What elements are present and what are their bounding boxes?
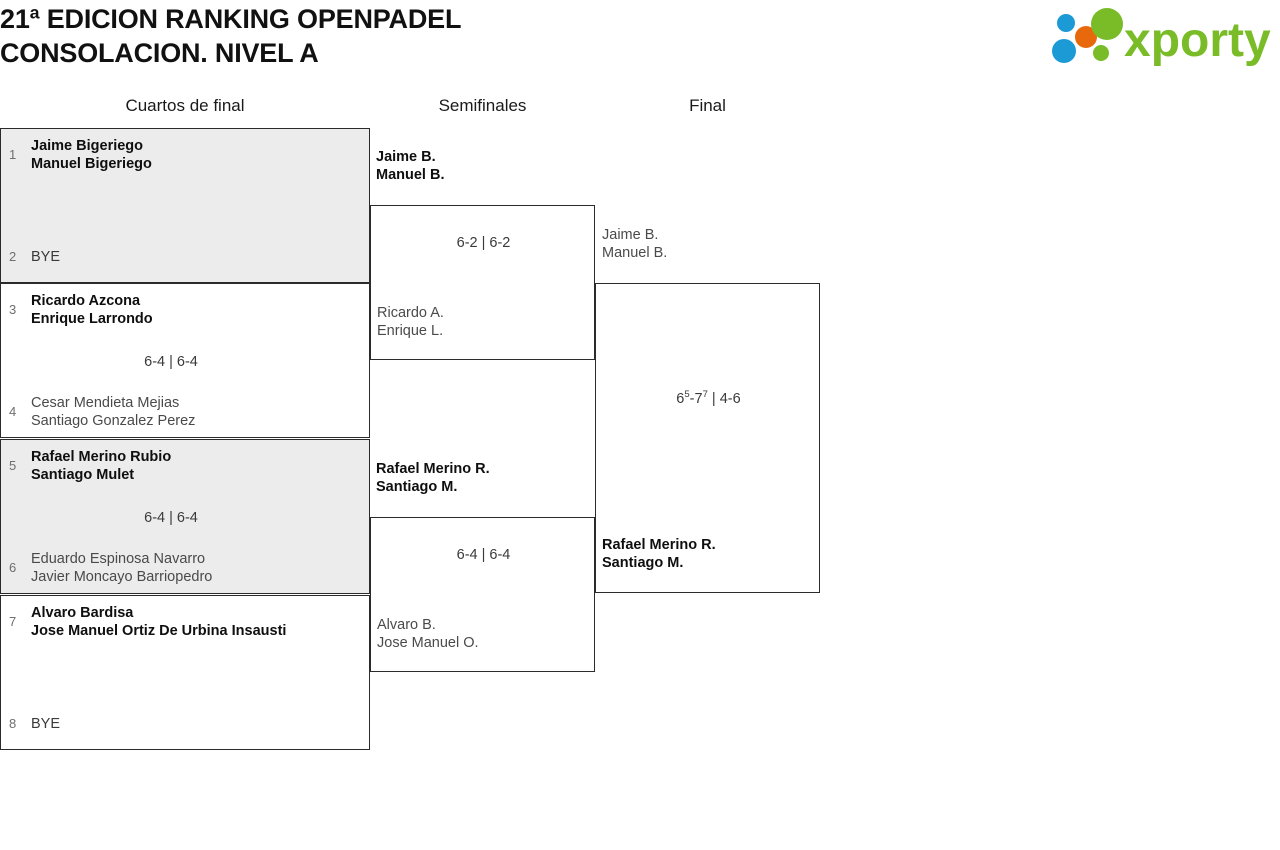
team-names: BYE bbox=[31, 249, 61, 265]
match-sf-2-score: 6-4 | 6-4 bbox=[456, 547, 511, 563]
match-sf-2[interactable]: 6-4 | 6-4 Alvaro B. Jose Manuel O. bbox=[370, 517, 595, 672]
match-qf-1[interactable]: 1 Jaime Bigeriego Manuel Bigeriego 2 BYE bbox=[0, 128, 370, 283]
round-header-final: Final bbox=[689, 96, 726, 115]
team-names: Ricardo Azcona Enrique Larrondo bbox=[31, 293, 153, 327]
match-qf-2-team-top[interactable]: 3 Ricardo Azcona Enrique Larrondo bbox=[1, 292, 369, 328]
match-final[interactable]: 65-77 | 4-6 Rafael Merino R. Santiago M. bbox=[595, 283, 820, 593]
team-names: Cesar Mendieta Mejias Santiago Gonzalez … bbox=[31, 395, 196, 429]
final-score-set1-a-tiebreak: 5 bbox=[684, 389, 690, 401]
team-names: Rafael Merino Rubio Santiago Mulet bbox=[31, 449, 172, 483]
match-qf-3-score: 6-4 | 6-4 bbox=[144, 510, 198, 526]
final-score-dash: - bbox=[689, 391, 695, 407]
match-qf-3-team-bottom[interactable]: 6 Eduardo Espinosa Navarro Javier Moncay… bbox=[1, 550, 369, 586]
seed-number: 7 bbox=[9, 614, 17, 629]
match-qf-2[interactable]: 3 Ricardo Azcona Enrique Larrondo 6-4 | … bbox=[0, 283, 370, 438]
team-names: BYE bbox=[31, 716, 61, 732]
match-qf-3[interactable]: 5 Rafael Merino Rubio Santiago Mulet 6-4… bbox=[0, 439, 370, 594]
final-score-set1-b: 7 bbox=[694, 391, 703, 407]
match-qf-4[interactable]: 7 Alvaro Bardisa Jose Manuel Ortiz De Ur… bbox=[0, 595, 370, 750]
match-sf-2-team-bottom[interactable]: Alvaro B. Jose Manuel O. bbox=[377, 617, 479, 651]
seed-number: 8 bbox=[9, 716, 17, 731]
seed-number: 5 bbox=[9, 458, 17, 473]
final-team-top[interactable]: Jaime B. Manuel B. bbox=[602, 227, 668, 261]
page-title-line1: 21ª EDICION RANKING OPENPADEL bbox=[0, 4, 462, 34]
semifinal-2-team-top[interactable]: Rafael Merino R. Santiago M. bbox=[376, 461, 490, 495]
seed-number: 4 bbox=[9, 404, 17, 419]
match-qf-4-team-top[interactable]: 7 Alvaro Bardisa Jose Manuel Ortiz De Ur… bbox=[1, 604, 369, 640]
final-score-set2: 4-6 bbox=[719, 391, 741, 407]
team-names: Eduardo Espinosa Navarro Javier Moncayo … bbox=[31, 551, 213, 585]
seed-number: 3 bbox=[9, 302, 17, 317]
xporty-logo: xporty bbox=[1044, 6, 1274, 68]
logo-wordmark: xporty bbox=[1124, 14, 1271, 67]
round-header-semifinals: Semifinales bbox=[438, 96, 527, 115]
match-final-score: 65-77 | 4-6 bbox=[596, 389, 821, 407]
logo-dot-blue-large bbox=[1052, 39, 1076, 63]
match-qf-2-score: 6-4 | 6-4 bbox=[144, 354, 198, 370]
logo-dot-green-small bbox=[1093, 45, 1109, 61]
seed-number: 6 bbox=[9, 560, 17, 575]
logo-dot-blue-small bbox=[1057, 14, 1075, 32]
team-names: Alvaro Bardisa Jose Manuel Ortiz De Urbi… bbox=[31, 605, 287, 639]
logo-dot-orange bbox=[1075, 26, 1097, 48]
xporty-logo-svg: xporty bbox=[1052, 8, 1271, 67]
team-names: Jaime Bigeriego Manuel Bigeriego bbox=[31, 138, 152, 172]
logo-dot-green-large bbox=[1091, 8, 1123, 40]
final-score-set1-b-tiebreak: 7 bbox=[702, 389, 708, 401]
page-title-line2: CONSOLACION. NIVEL A bbox=[0, 38, 319, 68]
semifinal-1-team-top[interactable]: Jaime B. Manuel B. bbox=[376, 149, 445, 183]
match-qf-3-team-top[interactable]: 5 Rafael Merino Rubio Santiago Mulet bbox=[1, 448, 369, 484]
final-team-bottom[interactable]: Rafael Merino R. Santiago M. bbox=[602, 537, 716, 571]
match-qf-1-team-top[interactable]: 1 Jaime Bigeriego Manuel Bigeriego bbox=[1, 137, 369, 173]
match-qf-2-team-bottom[interactable]: 4 Cesar Mendieta Mejias Santiago Gonzale… bbox=[1, 394, 369, 430]
seed-number: 2 bbox=[9, 249, 17, 264]
final-score-separator: | bbox=[707, 391, 720, 407]
match-qf-4-team-bottom[interactable]: 8 BYE bbox=[1, 715, 369, 733]
match-qf-1-team-bottom[interactable]: 2 BYE bbox=[1, 248, 369, 266]
page-title: 21ª EDICION RANKING OPENPADEL CONSOLACIO… bbox=[0, 2, 900, 70]
match-sf-1-team-bottom[interactable]: Ricardo A. Enrique L. bbox=[377, 305, 444, 339]
match-sf-1[interactable]: 6-2 | 6-2 Ricardo A. Enrique L. bbox=[370, 205, 595, 360]
match-sf-1-score: 6-2 | 6-2 bbox=[456, 235, 511, 251]
seed-number: 1 bbox=[9, 147, 17, 162]
final-score-set1-a: 6 bbox=[676, 391, 685, 407]
round-header-quarterfinals: Cuartos de final bbox=[125, 96, 245, 115]
